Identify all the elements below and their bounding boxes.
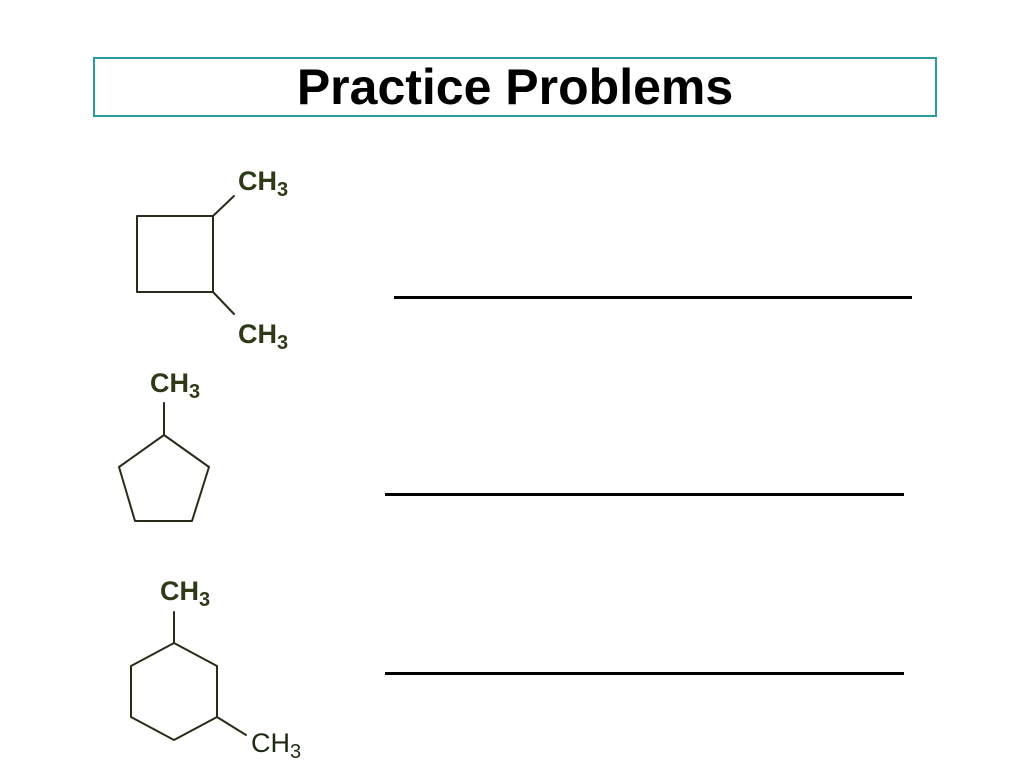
answer-line-3 bbox=[385, 672, 904, 675]
title-box: Practice Problems bbox=[93, 57, 937, 117]
cyclopentane-ring bbox=[118, 434, 210, 522]
answer-line-2 bbox=[385, 493, 904, 496]
page-title: Practice Problems bbox=[296, 59, 734, 115]
methyl-label-3b: CH3 bbox=[251, 728, 302, 763]
cyclobutane-structure bbox=[136, 195, 235, 315]
methyl-label-3a: CH3 bbox=[160, 576, 211, 611]
methyl-bond-bottom bbox=[212, 291, 235, 315]
answer-line-1 bbox=[394, 296, 912, 299]
methyl-label-1a: CH3 bbox=[238, 166, 289, 201]
cyclopentane-structure bbox=[118, 402, 210, 522]
methyl-label-1b: CH3 bbox=[238, 319, 289, 354]
cyclohexane-structure bbox=[130, 611, 247, 741]
cyclohexane-ring bbox=[130, 642, 218, 741]
cyclobutane-ring bbox=[136, 215, 214, 293]
methyl-label-2a: CH3 bbox=[150, 368, 201, 403]
methyl-bond-top bbox=[212, 195, 235, 217]
methyl-bond-right bbox=[216, 716, 247, 736]
